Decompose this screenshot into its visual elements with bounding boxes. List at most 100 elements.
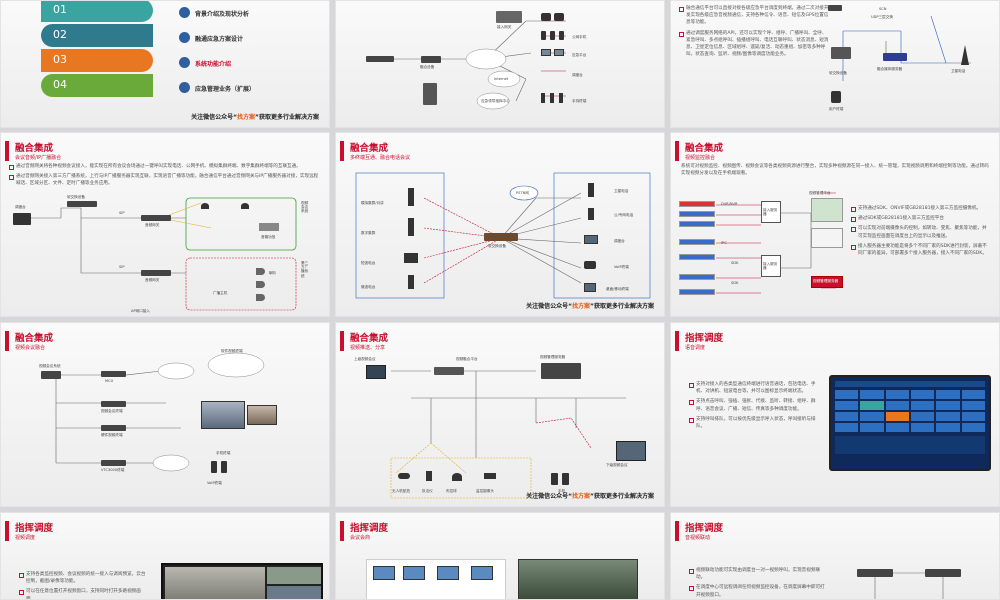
conference-links	[55, 352, 265, 472]
toc-text-4[interactable]: 应急管理业务（扩展）	[195, 86, 256, 93]
toc-icon-3	[179, 57, 190, 68]
user-tile[interactable]	[961, 423, 985, 432]
scn-switch	[828, 5, 842, 11]
video-fusion-platform	[434, 367, 464, 375]
user-tile[interactable]	[835, 423, 859, 432]
net-label-2: 融合设备	[420, 65, 435, 69]
screen-icon	[403, 566, 425, 580]
share-label-2: 视频融合平台	[456, 357, 478, 361]
mobile-icon	[559, 31, 564, 40]
cam-label-box	[679, 274, 715, 280]
mobile-icon	[221, 461, 227, 473]
toc-text-1[interactable]: 背景介绍及现状分析	[195, 11, 250, 18]
conf-label-8: VoIP终端	[207, 481, 222, 485]
audio-label-6: 音频网关	[145, 278, 160, 282]
mic-icon	[241, 203, 249, 209]
toc-text-2[interactable]: 融通应急方案设计	[195, 36, 244, 43]
video-mgmt-server	[811, 228, 843, 248]
meeting-photo	[201, 401, 245, 429]
user-tile[interactable]	[835, 401, 859, 410]
user-tile[interactable]	[961, 390, 985, 399]
toc-text-3[interactable]: 系统功能介绍	[195, 61, 232, 68]
conference-terminal	[101, 401, 126, 407]
user-tile[interactable]	[885, 401, 909, 410]
audio-label-12: 音箱功放	[261, 235, 276, 239]
radio-icon	[550, 93, 554, 103]
user-tile[interactable]	[885, 390, 909, 399]
consult-photo	[518, 559, 638, 599]
user-tile[interactable]	[911, 412, 935, 421]
user-tile[interactable]	[860, 412, 884, 421]
camera-icon	[484, 473, 496, 479]
bullet-item: 支持对接入的各类型通信终端进行语音通话，包括电话、手机、对讲机、短波电台等，并可…	[689, 381, 819, 395]
user-tile[interactable]	[936, 390, 960, 399]
toc-ribbon-4	[41, 74, 153, 97]
slide-voice-dispatch[interactable]: 指挥调度 语音调度 支持对接入的各类型通信终端进行语音通话，包括电话、手机、对讲…	[670, 322, 1000, 507]
audio-links	[31, 197, 297, 311]
bullet-item: 支持各类监控视频、会议视频的统一接入与调阅预览，云台控制，截图/录像等功能。	[19, 571, 149, 585]
user-tile[interactable]	[961, 401, 985, 410]
user-tile[interactable]	[936, 401, 960, 410]
access-gateway	[496, 11, 522, 23]
toc-ribbon-2	[41, 24, 153, 47]
user-tile[interactable]	[911, 401, 935, 410]
dispatch-console-screen[interactable]	[829, 375, 991, 471]
slide-video-share[interactable]: 融合集成 视频推送、分享 上级视频会议 视频融合平台 视频管理服务器 下级视频会…	[335, 322, 665, 507]
user-tile[interactable]	[860, 423, 884, 432]
media-server	[883, 53, 907, 61]
user-tile[interactable]	[860, 401, 884, 410]
audio-label-3: SIP	[119, 211, 125, 215]
slide-subtitle: 音视频联动	[685, 535, 711, 541]
slide-audio-broadcast[interactable]: 融合集成 会议音频/IP广播融合 通过音频网关将各种视频会议接入，能实现在所有会…	[0, 132, 330, 317]
video-dispatch-bullets: 支持各类监控视频、会议视频的统一接入与调阅预览，云台控制，截图/录像等功能。 可…	[19, 571, 149, 599]
slide-video-surveillance[interactable]: 融合集成 视频监控融合 系统可对视频监控、视频图传、视频会议等各类视频资源进行整…	[670, 132, 1000, 317]
sat-label-6: 用户终端	[829, 107, 844, 111]
title-bar	[340, 141, 344, 161]
console-bottom-bar	[835, 436, 985, 454]
satellite-bullets: 融合通信平台可以直接对接各级应急平台调度到终端，通过二次对接开发实现各级应急音视…	[679, 5, 829, 61]
mobile-icon	[541, 31, 546, 40]
share-links	[390, 370, 626, 499]
user-tile[interactable]	[835, 412, 859, 421]
cam-label-box	[679, 289, 715, 295]
user-tile[interactable]	[911, 390, 935, 399]
video-wall-screen[interactable]	[161, 563, 323, 599]
mixer-icon	[259, 223, 279, 231]
user-tile[interactable]	[936, 412, 960, 421]
user-tile[interactable]	[885, 423, 909, 432]
mobile-icon	[211, 461, 217, 473]
slide-network[interactable]: 接入网关 融合设备 公网手机 应急平台 Internet 应急领导指挥中心 调度…	[335, 0, 665, 128]
slide-footer: 关注微信公众号“找方案”获取更多行业解决方案	[191, 114, 319, 121]
toc-num-1: 01	[53, 3, 67, 16]
screen-icon	[471, 566, 493, 580]
slide-av-linkage[interactable]: 指挥调度 音视频联动 视频联动功能可实现由调度台一对一视频呼叫，实现音视频联动。…	[670, 512, 1000, 600]
interop-label-1: 模拟集群/对讲	[361, 201, 384, 205]
cam-label-box	[679, 201, 715, 207]
user-tile[interactable]	[936, 423, 960, 432]
surv-label-7: DVR/NVR	[721, 202, 738, 206]
surv-label-1: 视频管理平台	[809, 191, 831, 195]
net-label-1: 接入网关	[497, 25, 512, 29]
user-tile[interactable]	[860, 390, 884, 399]
softswitch	[67, 201, 97, 207]
title-bar	[675, 521, 679, 541]
slide-video-dispatch[interactable]: 指挥调度 视频调度 支持各类监控视频、会议视频的统一接入与调阅预览，云台控制，截…	[0, 512, 330, 600]
audio-label-8: 第三方广播系统	[301, 261, 309, 278]
slide-video-conference[interactable]: 融合集成 视频会议融合 视频会议系统 MCU 视频会议终端 硬件视频终端 VTC…	[0, 322, 330, 507]
cam-label-box	[679, 221, 715, 227]
dispatch-console	[13, 213, 31, 225]
user-tile[interactable]	[835, 390, 859, 399]
radio-icon	[408, 275, 414, 289]
antenna-icon	[961, 45, 969, 65]
slide-toc[interactable]: 01 02 03 04 背景介绍及现状分析 融通应急方案设计 系统功能介绍 应急…	[0, 0, 330, 128]
user-tile[interactable]	[885, 412, 909, 421]
slide-satellite[interactable]: 融合通信平台可以直接对接各级应急平台调度到终端，通过二次对接开发实现各级应急音视…	[670, 0, 1000, 128]
conf-label-4: 视频会议终端	[101, 409, 123, 413]
toc-icon-4	[179, 82, 190, 93]
slide-terminal-interop[interactable]: 融合集成 多终端互通、融合电话会议 模拟集群/对讲 数字集群 短波电台 微波电台…	[335, 132, 665, 317]
slide-conference-consult[interactable]: 指挥调度 会议会商	[335, 512, 665, 600]
slide-footer: 关注微信公众号“找方案”获取更多行业解决方案	[526, 493, 654, 500]
user-tile[interactable]	[911, 423, 935, 432]
surv-label-4: SDK	[731, 261, 739, 265]
user-tile[interactable]	[961, 412, 985, 421]
